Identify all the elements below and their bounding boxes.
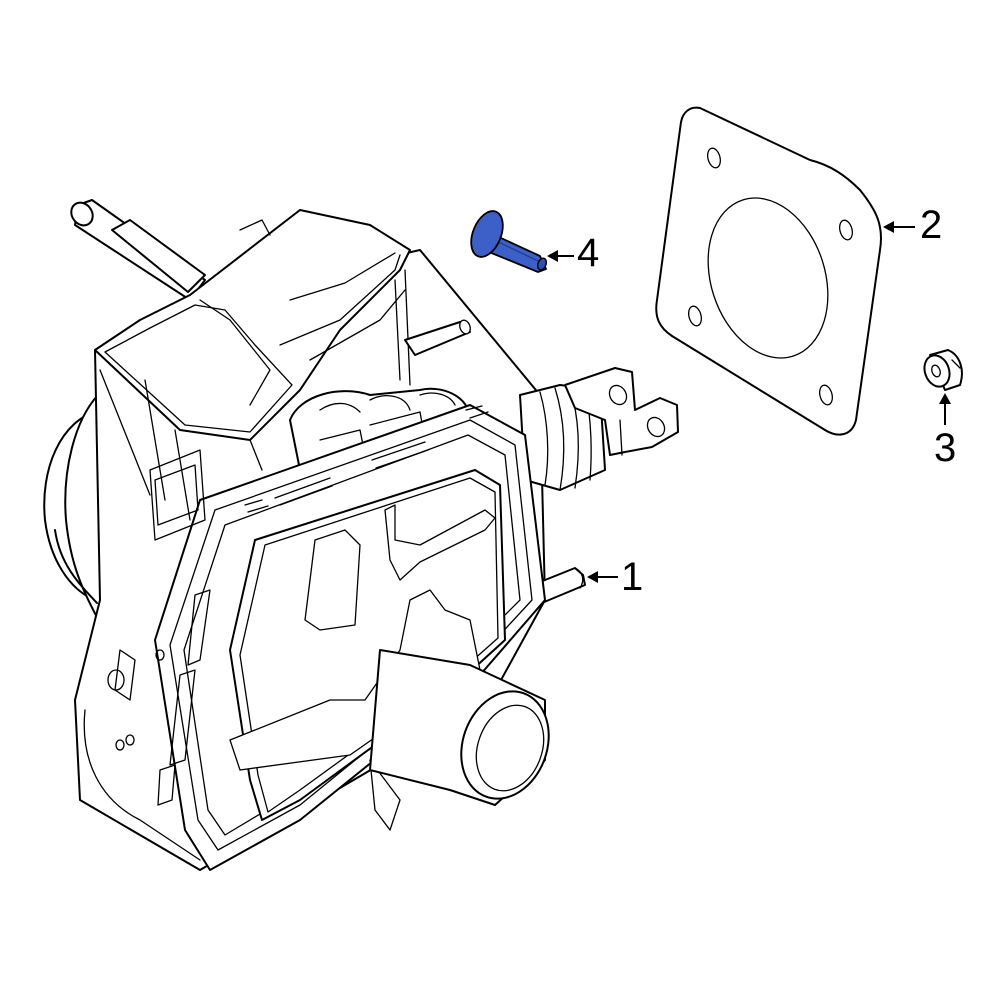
callout-arrows [547,221,951,583]
callout-label-2: 2 [920,203,943,247]
callout-label-1: 1 [621,555,644,599]
callout-label-4: 4 [577,231,600,275]
nut-part[interactable] [920,349,963,391]
pin-part-highlighted[interactable] [465,207,548,273]
booster-assembly[interactable] [43,198,679,871]
callout-label-3: 3 [934,426,957,470]
gasket-part[interactable] [655,106,882,436]
